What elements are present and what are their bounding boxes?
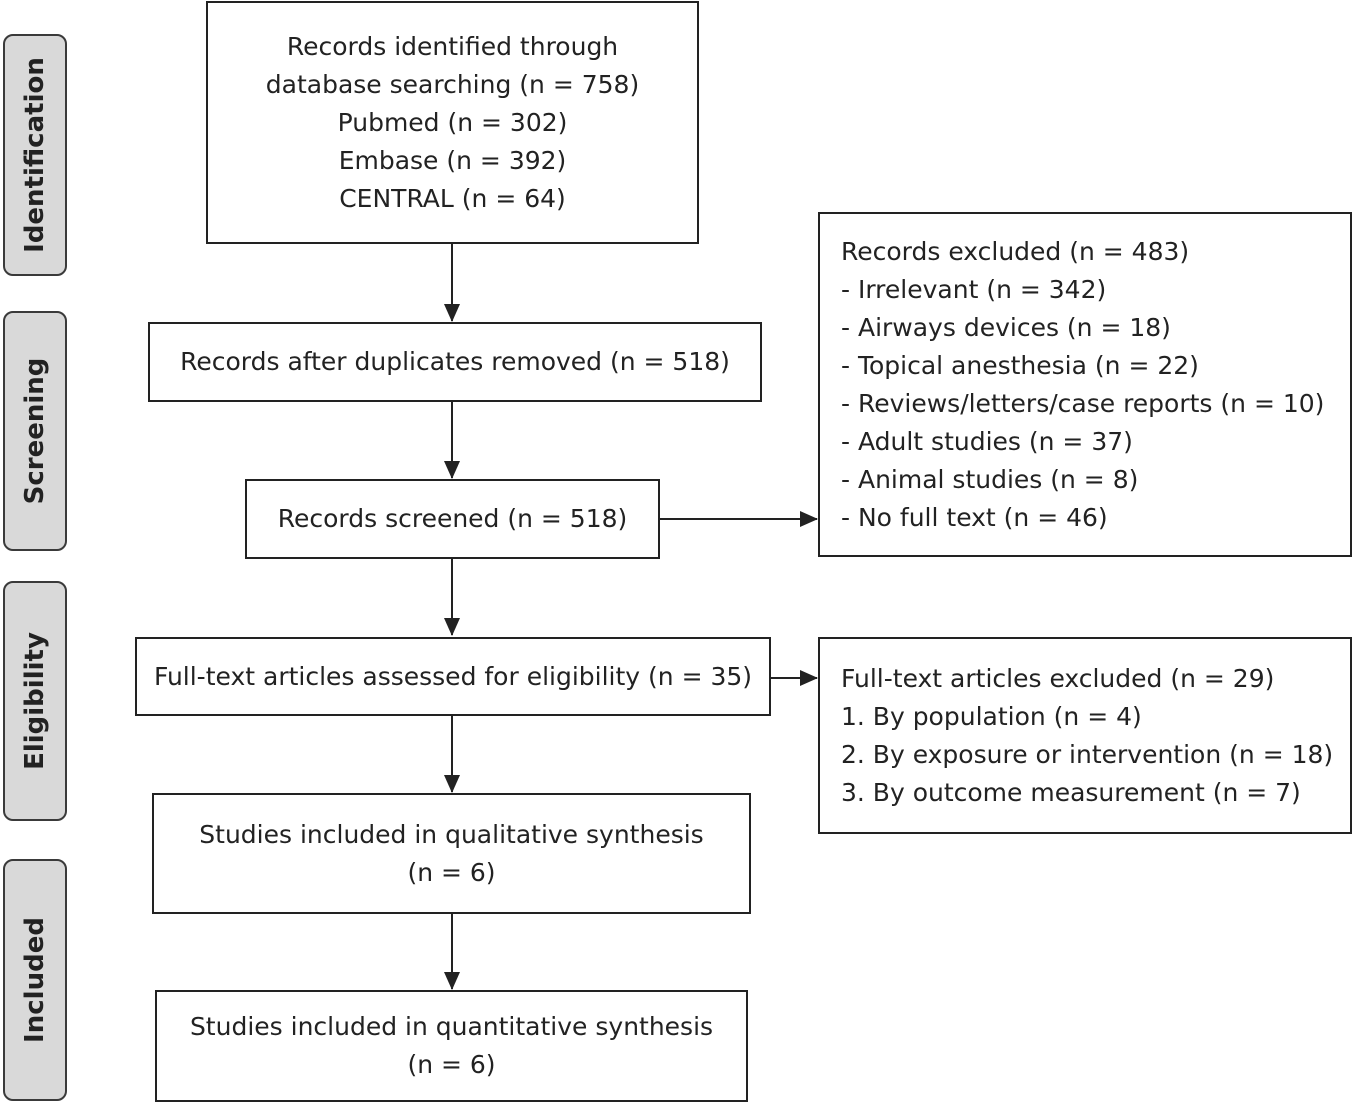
quantitative-synthesis-count: (n = 6) <box>407 1050 496 1079</box>
excluded-irrelevant: - Irrelevant (n = 342) <box>841 274 1107 304</box>
records-screened-box: Records screened (n = 518) <box>245 479 660 559</box>
records-identified-box: Records identified through database sear… <box>206 1 699 244</box>
excluded-by-exposure: 2. By exposure or intervention (n = 18) <box>841 739 1334 769</box>
pubmed-count: Pubmed (n = 302) <box>337 107 568 137</box>
fulltext-excluded-title: Full-text articles excluded (n = 29) <box>841 663 1275 693</box>
duplicates-removed-text: Records after duplicates removed (n = 51… <box>180 347 730 376</box>
quantitative-synthesis-box: Studies included in quantitative synthes… <box>155 990 748 1102</box>
records-identified-line-1: Records identified through <box>286 31 619 61</box>
stage-label-eligibility: Eligibility <box>20 632 50 770</box>
stage-label-screening: Screening <box>20 357 50 505</box>
central-count: CENTRAL (n = 64) <box>339 183 566 213</box>
excluded-by-outcome: 3. By outcome measurement (n = 7) <box>841 777 1301 807</box>
excluded-no-full-text: - No full text (n = 46) <box>841 502 1108 532</box>
excluded-airways-devices: - Airways devices (n = 18) <box>841 312 1171 342</box>
fulltext-assessed-text: Full-text articles assessed for eligibil… <box>153 661 753 691</box>
qualitative-synthesis-box: Studies included in qualitative synthesi… <box>152 793 751 914</box>
embase-count: Embase (n = 392) <box>338 145 567 175</box>
records-identified-line-2: database searching (n = 758) <box>265 69 640 99</box>
records-screened-text: Records screened (n = 518) <box>277 504 628 533</box>
excluded-adult-studies: - Adult studies (n = 37) <box>841 426 1133 456</box>
stage-screening: Screening <box>3 311 67 551</box>
records-excluded-box: Records excluded (n = 483) - Irrelevant … <box>818 212 1352 557</box>
stage-eligibility: Eligibility <box>3 581 67 821</box>
stage-identification: Identification <box>3 34 67 276</box>
quantitative-synthesis-text: Studies included in quantitative synthes… <box>189 1012 714 1041</box>
qualitative-synthesis-count: (n = 6) <box>407 857 496 887</box>
excluded-reviews-letters: - Reviews/letters/case reports (n = 10) <box>841 388 1325 418</box>
duplicates-removed-box: Records after duplicates removed (n = 51… <box>148 322 762 402</box>
records-excluded-title: Records excluded (n = 483) <box>841 236 1190 266</box>
fulltext-excluded-box: Full-text articles excluded (n = 29) 1. … <box>818 637 1352 834</box>
qualitative-synthesis-text: Studies included in qualitative synthesi… <box>199 819 704 849</box>
stage-label-identification: Identification <box>20 57 50 253</box>
excluded-by-population: 1. By population (n = 4) <box>841 701 1142 731</box>
excluded-topical-anesthesia: - Topical anesthesia (n = 22) <box>841 350 1199 380</box>
stage-included: Included <box>3 859 67 1101</box>
fulltext-assessed-box: Full-text articles assessed for eligibil… <box>135 637 771 716</box>
stage-label-included: Included <box>20 917 50 1043</box>
excluded-animal-studies: - Animal studies (n = 8) <box>841 464 1139 494</box>
